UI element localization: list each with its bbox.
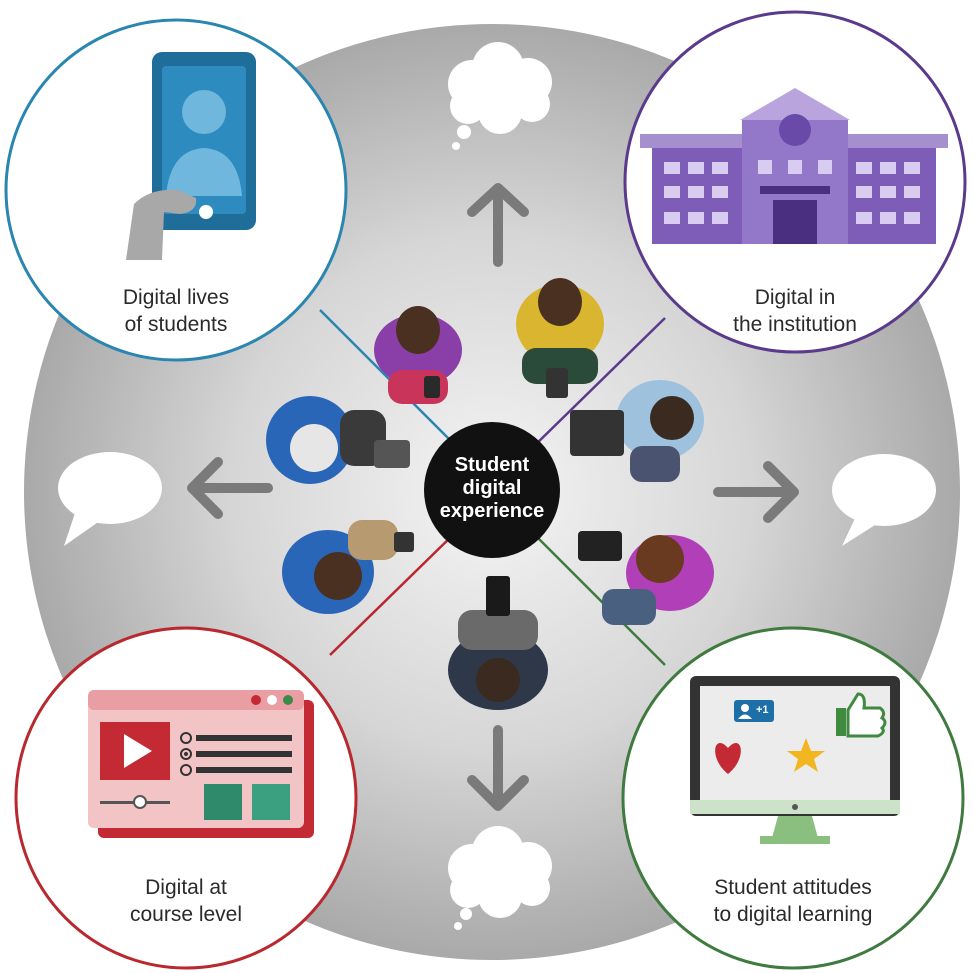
label-digital-institution-line1: Digital in [754, 286, 836, 309]
student-figure [374, 306, 462, 404]
thought-cloud-top-icon [448, 42, 552, 150]
arrow-down-icon [467, 725, 529, 811]
plus-one-badge-text: +1 [756, 704, 769, 716]
student-figure [516, 278, 604, 398]
label-digital-institution-line2: the institution [733, 313, 857, 336]
student-figure [570, 380, 704, 482]
video-course-window-icon [88, 690, 314, 838]
students-ring [266, 278, 714, 710]
label-digital-lives-line2: of students [124, 313, 228, 336]
center-title-line2: digital [462, 477, 522, 499]
speech-bubble-right-icon [832, 454, 936, 546]
center-title-line1: Student [454, 454, 530, 476]
topic-student-attitudes[interactable] [621, 626, 965, 970]
student-figure [578, 531, 714, 625]
speech-bubble-left-icon [58, 452, 162, 546]
label-digital-course: Digital at course level [96, 874, 276, 928]
thought-cloud-bottom-icon [448, 826, 552, 930]
topic-digital-institution[interactable] [623, 10, 967, 354]
student-figure [282, 520, 414, 614]
monitor-reactions-icon [690, 676, 900, 844]
student-figure [266, 396, 410, 484]
label-student-attitudes: Student attitudes to digital learning [683, 874, 903, 928]
phone-in-hand-icon [126, 52, 256, 260]
label-student-attitudes-line2: to digital learning [713, 903, 873, 926]
thumbs-up-icon [836, 692, 887, 738]
center-title: Student digital experience [422, 454, 562, 523]
label-student-attitudes-line1: Student attitudes [714, 876, 872, 899]
label-digital-institution: Digital in the institution [695, 284, 895, 338]
building-icon [640, 88, 948, 244]
arrow-left-icon [187, 457, 273, 519]
label-digital-lives: Digital lives of students [86, 284, 266, 338]
label-digital-course-line1: Digital at [145, 876, 227, 899]
arrow-right-icon [713, 461, 799, 523]
center-title-line3: experience [439, 500, 545, 522]
label-digital-course-line2: course level [129, 903, 243, 926]
building-windows [664, 160, 920, 224]
topic-digital-lives[interactable] [4, 18, 348, 362]
topic-digital-course[interactable] [14, 626, 358, 970]
student-figure [448, 576, 548, 710]
center-hub [424, 422, 560, 558]
arrow-up-icon [467, 183, 529, 267]
label-digital-lives-line1: Digital lives [122, 286, 230, 309]
